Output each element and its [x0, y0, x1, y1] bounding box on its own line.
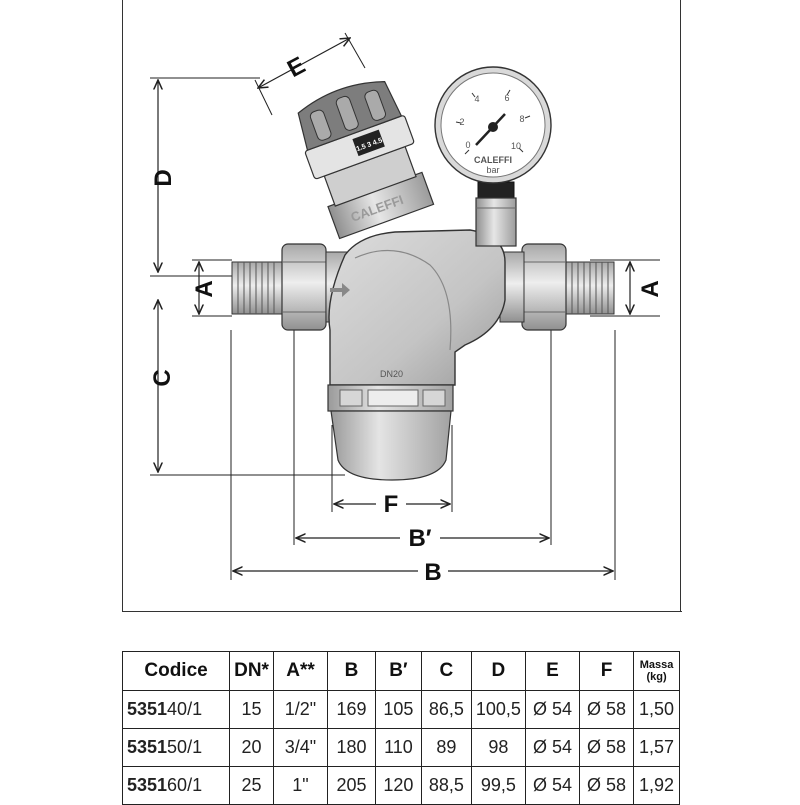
size-mark: DN20: [380, 369, 403, 379]
gauge-tick-10: 10: [511, 141, 521, 151]
gauge-connection: [475, 181, 517, 247]
cell-mass: 1,57: [633, 728, 680, 767]
pressure-gauge: 0 2 4 6 8 10 CALEFFI bar: [434, 66, 552, 184]
cell-dn: 15: [229, 690, 274, 729]
gauge-brand: CALEFFI: [474, 155, 512, 165]
valve-bonnet: CALEFFI 1.5 3 4.5: [297, 81, 435, 240]
dim-label-a-right: A: [637, 280, 664, 297]
dimension-b: B: [230, 330, 616, 586]
cell-a: 1/2": [272, 690, 329, 729]
code-suffix: 40/1: [167, 699, 203, 719]
technical-drawing: D C A A E F B′: [149, 32, 664, 586]
header-b: B: [327, 651, 376, 691]
header-c: C: [420, 651, 472, 691]
cell-mass: 1,50: [633, 690, 680, 729]
code-prefix: 5351: [127, 737, 168, 757]
table-row: 535160/1 25 1" 205 120 88,5 99,5 Ø 54 Ø …: [121, 766, 680, 805]
code-suffix: 60/1: [167, 775, 203, 795]
cell-dn: 20: [229, 728, 274, 767]
gauge-tick-6: 6: [504, 93, 509, 103]
valve-body: [328, 229, 506, 386]
header-mass: Massa (kg): [633, 651, 680, 691]
code-suffix: 50/1: [167, 737, 203, 757]
dim-label-e: E: [283, 52, 310, 83]
frame-right-border: [680, 0, 681, 612]
cell-c: 86,5: [420, 690, 472, 729]
cell-code: 535150/1: [121, 728, 231, 767]
header-code: Codice: [121, 651, 231, 691]
cell-mass: 1,92: [633, 766, 680, 805]
filter-cartridge: [327, 384, 454, 481]
cell-d: 99,5: [470, 766, 526, 805]
right-union-nut: [499, 243, 567, 331]
dim-label-b-prime: B′: [408, 525, 431, 552]
cell-f: Ø 58: [578, 690, 635, 729]
frame-left-border: [122, 0, 123, 612]
flow-arrow-icon: [330, 283, 350, 297]
cell-b: 180: [327, 728, 376, 767]
cell-b-prime: 120: [374, 766, 422, 805]
specifications-table: Codice DN* A** B B′ C D E F Massa (kg) 5…: [121, 651, 680, 805]
cell-b: 205: [327, 766, 376, 805]
dim-label-b: B: [424, 559, 441, 586]
cell-f: Ø 58: [578, 766, 635, 805]
header-f: F: [578, 651, 635, 691]
header-d: D: [470, 651, 526, 691]
gauge-tick-8: 8: [519, 114, 524, 124]
header-dn: DN*: [229, 651, 274, 691]
cell-b: 169: [327, 690, 376, 729]
cell-b-prime: 110: [374, 728, 422, 767]
cell-code: 535160/1: [121, 766, 231, 805]
cell-c: 88,5: [420, 766, 472, 805]
left-thread: [231, 261, 285, 315]
cell-d: 98: [470, 728, 526, 767]
cell-e: Ø 54: [524, 690, 580, 729]
dimension-d: D: [150, 77, 260, 272]
header-mass-line2: (kg): [646, 671, 667, 683]
pressure-reducing-valve: DN20 CALEFFI 1.5 3 4.5: [231, 66, 615, 481]
gauge-unit: bar: [486, 165, 499, 175]
cell-a: 1": [272, 766, 329, 805]
header-mass-line1: Massa: [639, 659, 674, 671]
dim-label-c: C: [149, 369, 176, 386]
header-e: E: [524, 651, 580, 691]
cell-code: 535140/1: [121, 690, 231, 729]
table-row: 535150/1 20 3/4" 180 110 89 98 Ø 54 Ø 58…: [121, 728, 680, 767]
cell-f: Ø 58: [578, 728, 635, 767]
code-prefix: 5351: [127, 775, 168, 795]
right-thread: [565, 261, 615, 315]
cell-b-prime: 105: [374, 690, 422, 729]
cell-d: 100,5: [470, 690, 526, 729]
gauge-tick-4: 4: [474, 94, 479, 104]
gauge-tick-0: 0: [465, 140, 470, 150]
cell-dn: 25: [229, 766, 274, 805]
code-prefix: 5351: [127, 699, 168, 719]
dimension-f: F: [331, 425, 453, 518]
cell-c: 89: [420, 728, 472, 767]
table-row: 535140/1 15 1/2" 169 105 86,5 100,5 Ø 54…: [121, 690, 680, 729]
dimension-b-prime: B′: [293, 330, 552, 552]
dimension-a-left: A: [191, 259, 232, 317]
header-a: A**: [272, 651, 329, 691]
frame-bottom-border: [122, 611, 682, 612]
table-header-row: Codice DN* A** B B′ C D E F Massa (kg): [121, 651, 680, 691]
dim-label-f: F: [384, 491, 399, 518]
header-b-prime: B′: [374, 651, 422, 691]
dim-label-a-left: A: [191, 280, 218, 297]
cell-e: Ø 54: [524, 728, 580, 767]
dim-label-d: D: [150, 169, 177, 186]
cell-a: 3/4": [272, 728, 329, 767]
gauge-tick-2: 2: [459, 117, 464, 127]
dimension-a-right: A: [590, 259, 664, 317]
cell-e: Ø 54: [524, 766, 580, 805]
